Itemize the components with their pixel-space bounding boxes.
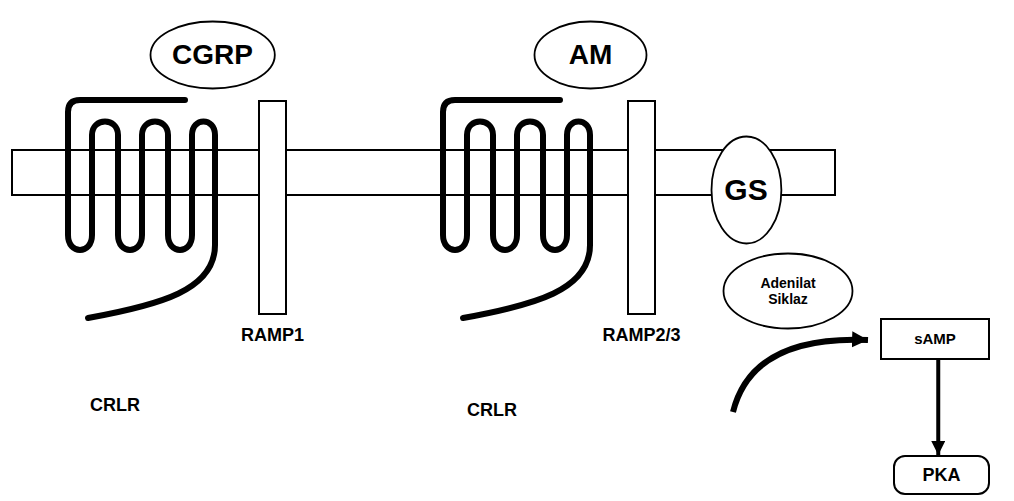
ramp-bar: RAMP1 — [258, 100, 287, 315]
node-outline — [150, 22, 274, 89]
messenger-box: sAMP — [880, 318, 990, 360]
node-outline — [724, 254, 853, 329]
g-protein-ellipse: GS — [710, 135, 783, 245]
ligand-ellipse: AM — [533, 20, 648, 90]
node-label: GS — [724, 173, 767, 208]
node-label: Adenilat Siklaz — [749, 275, 827, 307]
node-label: sAMP — [914, 330, 956, 347]
flow-arrow — [936, 360, 940, 455]
node-outline — [535, 22, 647, 89]
part-label: CRLR — [90, 395, 140, 416]
signal-arrow — [733, 340, 868, 412]
node-label: RAMP1 — [241, 325, 304, 346]
receptor-chain — [68, 100, 215, 318]
kinase-box: PKA — [893, 455, 990, 495]
receptor-chain — [443, 100, 590, 318]
node-label: PKA — [922, 465, 960, 486]
ramp-bar: RAMP2/3 — [627, 100, 656, 315]
node-label: RAMP2/3 — [602, 325, 680, 346]
node-outline — [711, 137, 781, 244]
part-label: CRLR — [467, 400, 517, 421]
ligand-ellipse: CGRP — [149, 20, 276, 90]
enzyme-ellipse: Adenilat Siklaz — [722, 252, 854, 330]
node-label: AM — [569, 39, 613, 71]
node-label: CGRP — [172, 39, 253, 71]
